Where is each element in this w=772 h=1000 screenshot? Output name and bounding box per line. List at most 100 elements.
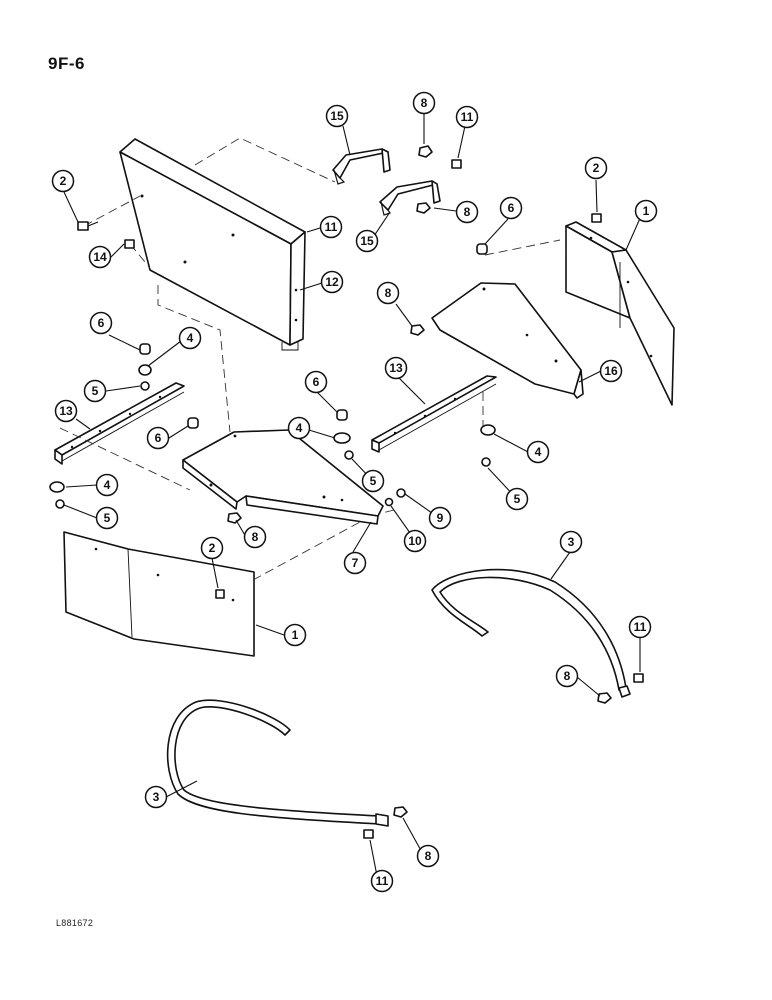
svg-text:6: 6 xyxy=(313,375,320,389)
callout-13: 13 xyxy=(54,399,78,423)
callout-3: 3 xyxy=(559,530,583,554)
svg-text:4: 4 xyxy=(296,421,303,435)
svg-text:5: 5 xyxy=(104,511,111,525)
svg-text:5: 5 xyxy=(370,474,377,488)
part-7-mid-plate xyxy=(182,429,384,525)
part-16-right-plate xyxy=(431,282,584,399)
callout-4: 4 xyxy=(526,440,550,464)
svg-text:7: 7 xyxy=(352,556,359,570)
callout-4: 4 xyxy=(178,326,202,350)
bolt-icon xyxy=(124,239,135,249)
callout-16: 16 xyxy=(599,359,623,383)
callout-15: 15 xyxy=(325,104,349,128)
bolt-icon xyxy=(451,159,462,169)
bolt-icon xyxy=(187,417,199,429)
callout-5: 5 xyxy=(505,487,529,511)
nut-icon xyxy=(418,145,433,158)
svg-text:6: 6 xyxy=(508,201,515,215)
svg-text:1: 1 xyxy=(292,628,299,642)
clip-icon xyxy=(333,432,351,444)
svg-text:12: 12 xyxy=(325,275,339,289)
part-13-right-angle xyxy=(371,375,497,453)
callout-5: 5 xyxy=(95,506,119,530)
callout-8: 8 xyxy=(412,91,436,115)
callout-14: 14 xyxy=(88,245,112,269)
bolt-icon xyxy=(633,673,644,683)
hardware xyxy=(49,145,644,839)
part-1-right-panel xyxy=(565,221,675,406)
svg-text:15: 15 xyxy=(360,234,374,248)
part-15-upper-bracket xyxy=(332,148,391,185)
callout-10: 10 xyxy=(403,529,427,553)
svg-text:2: 2 xyxy=(60,174,67,188)
callout-6: 6 xyxy=(89,311,113,335)
svg-text:3: 3 xyxy=(568,535,575,549)
svg-text:8: 8 xyxy=(252,530,259,544)
callout-7: 7 xyxy=(343,551,367,575)
part-12-upper-shield xyxy=(119,138,306,351)
part-3-lower-rod xyxy=(166,699,389,827)
svg-text:8: 8 xyxy=(425,849,432,863)
svg-text:2: 2 xyxy=(593,161,600,175)
clip-icon xyxy=(49,481,65,493)
callout-8: 8 xyxy=(555,664,579,688)
svg-text:4: 4 xyxy=(535,445,542,459)
nut-icon xyxy=(597,692,612,704)
bolt-icon xyxy=(476,243,488,255)
callout-8: 8 xyxy=(376,281,400,305)
callout-15: 15 xyxy=(355,229,379,253)
callout-13: 13 xyxy=(384,356,408,380)
svg-text:5: 5 xyxy=(514,492,521,506)
callout-8: 8 xyxy=(243,525,267,549)
callout-9: 9 xyxy=(428,506,452,530)
washer-icon xyxy=(344,450,354,460)
callout-3: 3 xyxy=(144,785,168,809)
nut-icon xyxy=(416,202,431,214)
callout-11: 11 xyxy=(319,215,343,239)
svg-text:8: 8 xyxy=(564,669,571,683)
drawing-reference-number: L881672 xyxy=(56,918,94,928)
callout-4: 4 xyxy=(95,473,119,497)
svg-text:11: 11 xyxy=(376,874,389,888)
callout-5: 5 xyxy=(361,469,385,493)
bolt-icon xyxy=(591,213,602,223)
callout-11: 11 xyxy=(628,615,652,639)
svg-text:2: 2 xyxy=(209,541,216,555)
callout-1: 1 xyxy=(283,623,307,647)
clip-icon xyxy=(480,424,496,436)
part-13-left-angle xyxy=(54,382,185,465)
washer-icon xyxy=(481,457,491,467)
callout-11: 11 xyxy=(455,105,479,129)
washer-icon xyxy=(55,499,65,509)
callout-6: 6 xyxy=(146,426,170,450)
svg-text:6: 6 xyxy=(155,431,162,445)
svg-text:8: 8 xyxy=(421,96,428,110)
svg-text:15: 15 xyxy=(330,109,344,123)
svg-text:13: 13 xyxy=(59,404,73,418)
nut-icon xyxy=(410,324,425,336)
svg-text:1: 1 xyxy=(643,204,650,218)
callout-2: 2 xyxy=(200,536,224,560)
callouts: 15 8 11 2 11 14 12 15 8 6 2 1 8 16 6 4 5… xyxy=(51,91,658,893)
svg-text:8: 8 xyxy=(385,286,392,300)
svg-text:8: 8 xyxy=(464,205,471,219)
svg-text:13: 13 xyxy=(389,361,403,375)
svg-text:5: 5 xyxy=(92,384,99,398)
callout-4: 4 xyxy=(287,416,311,440)
washer-icon xyxy=(140,381,150,391)
svg-text:4: 4 xyxy=(187,331,194,345)
svg-text:11: 11 xyxy=(461,110,474,124)
clip-icon xyxy=(138,364,152,376)
svg-text:9: 9 xyxy=(437,511,444,525)
callout-1: 1 xyxy=(634,199,658,223)
part-15-lower-bracket xyxy=(379,180,441,216)
callout-12: 12 xyxy=(320,270,344,294)
page-code: 9F-6 xyxy=(48,54,85,73)
svg-text:14: 14 xyxy=(93,250,107,264)
washer-icon xyxy=(396,488,406,498)
svg-text:16: 16 xyxy=(604,364,618,378)
bolt-icon xyxy=(336,409,348,421)
callout-6: 6 xyxy=(499,196,523,220)
washer-icon xyxy=(384,497,394,507)
